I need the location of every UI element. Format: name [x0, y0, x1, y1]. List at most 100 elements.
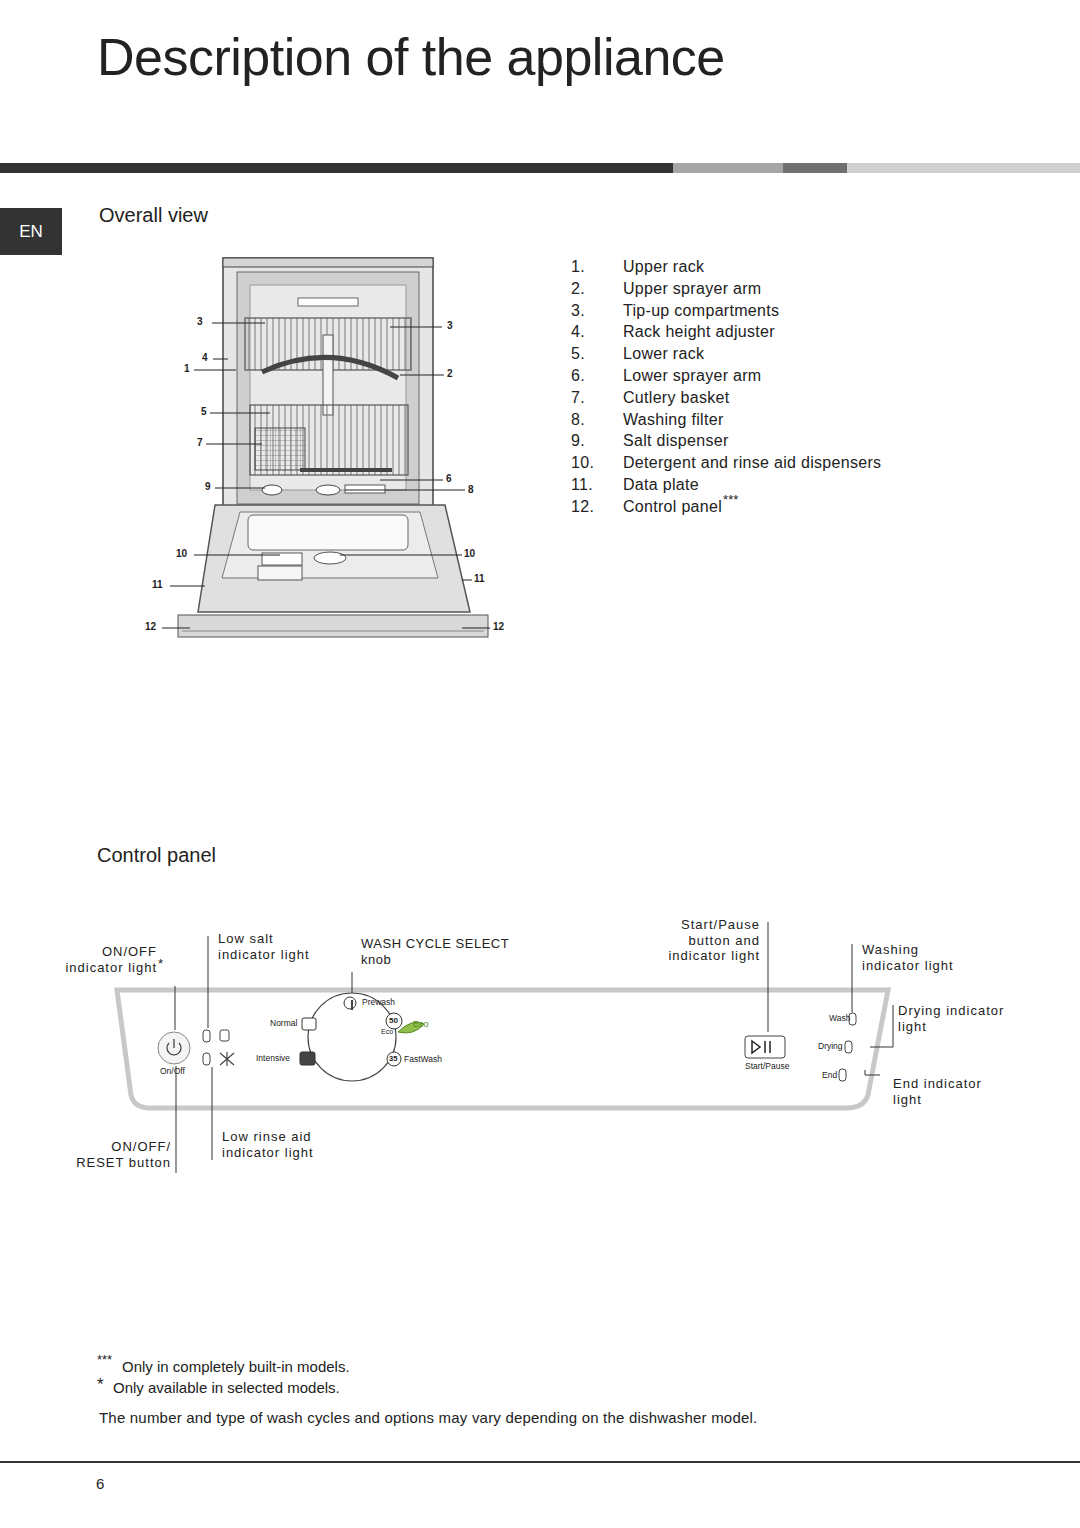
illustration-part	[839, 1069, 846, 1081]
text-label: Washing filter	[623, 410, 724, 429]
callout-number: 8	[468, 484, 474, 496]
callout-number: 9	[205, 481, 211, 493]
illustration-part	[258, 566, 302, 580]
illustration-part	[852, 944, 853, 1012]
illustration-part	[182, 631, 484, 632]
text-label: Start/Pause	[745, 1061, 789, 1071]
text-label: 1.	[571, 257, 585, 276]
illustration-part	[194, 370, 236, 371]
callout-number: 5	[201, 406, 207, 418]
illustration-part	[178, 615, 488, 637]
illustration-part	[314, 552, 346, 564]
illustration-part	[302, 1018, 316, 1030]
illustration-part	[223, 258, 433, 518]
illustration-part	[298, 298, 358, 306]
text-label: *	[97, 1375, 104, 1395]
page-title: Description of the appliance	[97, 26, 725, 88]
text-label: Drying	[818, 1041, 843, 1051]
text-label: The number and type of wash cycles and o…	[99, 1409, 757, 1427]
illustration-part	[673, 163, 783, 173]
callout-number: 11	[152, 579, 163, 591]
illustration-part	[345, 490, 465, 491]
text-label: 50	[389, 1016, 398, 1026]
illustration-part	[0, 163, 673, 173]
callout-number: 4	[202, 352, 208, 364]
text-label: Salt dispenser	[623, 431, 729, 450]
part-label: ON/OFF/ RESET button	[63, 1139, 171, 1170]
part-label: Low salt indicator light	[218, 931, 336, 962]
text-label: Data plate	[623, 475, 699, 494]
callout-number: 10	[176, 548, 187, 560]
text-label: *	[158, 956, 163, 972]
illustration-part	[222, 512, 438, 578]
text-label: 12.	[571, 497, 594, 516]
illustration-part	[198, 505, 470, 612]
text-label: 8.	[571, 410, 585, 429]
text-label: Tip-up compartments	[623, 301, 779, 320]
text-label: ***	[723, 492, 738, 508]
text-label: Eco	[381, 1028, 393, 1036]
callout-number: 3	[197, 316, 203, 328]
text-label: 35	[389, 1054, 397, 1063]
illustration-part	[175, 922, 893, 1173]
text-label: Eco	[413, 1019, 429, 1030]
illustration-part	[203, 1030, 210, 1042]
text-label: Wash	[829, 1013, 850, 1023]
part-label: Drying indicator light	[898, 1003, 1016, 1034]
text-label: Upper sprayer arm	[623, 279, 761, 298]
illustration-part	[387, 1052, 401, 1066]
illustration-part	[400, 375, 444, 376]
text-label: Prewash	[362, 997, 395, 1007]
text-label: Detergent and rinse aid dispensers	[623, 453, 881, 472]
callout-number: 6	[446, 473, 452, 485]
tab-text: EN	[19, 222, 43, 242]
illustration-part	[344, 997, 356, 1009]
illustration-part	[223, 258, 433, 267]
text-label: 11.	[571, 475, 593, 494]
illustration-part	[847, 163, 1080, 173]
text-label: 6	[96, 1475, 104, 1493]
illustration-part	[170, 586, 205, 587]
text-label: 7.	[571, 388, 585, 407]
illustration-part	[162, 628, 190, 629]
text-label: 9.	[571, 431, 585, 450]
part-label: End indicator light	[893, 1076, 1011, 1107]
illustration-part	[0, 1461, 1080, 1463]
illustration-part	[390, 327, 442, 328]
part-label: WASH CYCLE SELECT knob	[361, 936, 539, 967]
language-tab: EN	[0, 208, 62, 255]
illustration-part	[262, 357, 398, 378]
illustration-part	[158, 1032, 190, 1064]
illustration-part	[215, 488, 265, 489]
text-label: End	[822, 1070, 837, 1080]
illustration-part	[206, 444, 262, 445]
illustration-part	[250, 405, 408, 475]
illustration-part	[176, 1066, 177, 1173]
callout-number: 3	[447, 320, 453, 332]
illustration-part	[117, 990, 888, 1108]
illustration-part	[255, 428, 305, 470]
text-label: 10.	[571, 453, 594, 472]
callout-number: 2	[447, 368, 453, 380]
text-label: Overall view	[99, 203, 208, 227]
illustration-part	[237, 272, 419, 504]
illustration-part	[316, 485, 340, 495]
illustration-part	[865, 1070, 880, 1075]
illustration-part	[783, 163, 847, 173]
illustration-part	[462, 628, 490, 629]
illustration-part	[845, 1041, 852, 1053]
text-label: Rack height adjuster	[623, 322, 775, 341]
text-label: 6.	[571, 366, 585, 385]
illustration-part	[340, 555, 462, 556]
illustration-part	[308, 993, 396, 1081]
illustration-part	[870, 1005, 893, 1047]
illustration-part	[300, 1052, 315, 1065]
illustration-part	[300, 468, 392, 472]
callout-number: 10	[464, 548, 475, 560]
illustration-part	[212, 323, 265, 324]
text-label: Lower rack	[623, 344, 704, 363]
text-label: Control panel	[623, 497, 722, 516]
text-label: ***	[97, 1352, 112, 1368]
illustration-part	[745, 1036, 785, 1058]
